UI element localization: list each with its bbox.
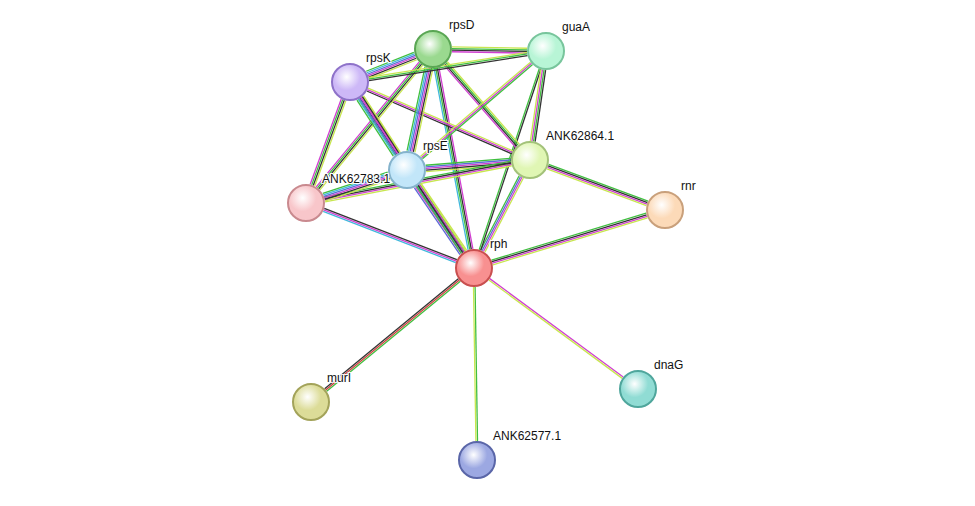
edge-strand [452, 49, 527, 50]
protein-node: rpsK [331, 63, 369, 101]
edge-strand [326, 280, 460, 390]
edge-strand [491, 213, 646, 260]
edge-strand [358, 99, 394, 155]
edge-strand [535, 70, 545, 141]
edge-strand [361, 98, 397, 154]
edge-strand [437, 68, 471, 250]
edge-strand [414, 188, 460, 255]
edge-strand [492, 216, 647, 263]
edge-strand [310, 99, 341, 184]
protein-node: dnaG [619, 370, 657, 408]
protein-label: ANK62783.1 [322, 172, 390, 186]
protein-label: rnr [681, 179, 696, 193]
protein-node: rpsE [388, 151, 426, 189]
protein-node: guaA [527, 32, 565, 70]
edge-strand [410, 67, 428, 151]
interaction-edge [323, 172, 390, 201]
interaction-edge [491, 213, 647, 265]
edge-strand [548, 166, 647, 203]
edge-strand [452, 47, 527, 48]
edge-strand [364, 96, 400, 152]
protein-node: ANK62577.1 [458, 441, 496, 479]
edge-strand [324, 210, 457, 261]
interaction-edge [489, 279, 623, 379]
protein-label: ANK62577.1 [493, 429, 561, 443]
edge-strand [360, 98, 396, 154]
edge-strand [357, 100, 393, 156]
interaction-edge [434, 67, 473, 250]
interaction-edge [357, 96, 400, 156]
protein-label: rpsD [449, 18, 474, 32]
edge-strand [452, 50, 527, 51]
edge-strand [420, 62, 530, 156]
edge-strand [434, 68, 468, 250]
protein-node: rpsD [414, 30, 452, 68]
edge-strand [492, 215, 647, 262]
edge-strand [493, 218, 648, 265]
protein-label: rpsE [423, 139, 448, 153]
interaction-edge [452, 47, 527, 53]
edge-strand [548, 167, 647, 204]
protein-label: murI [327, 371, 351, 385]
interaction-edge [420, 62, 532, 159]
protein-node: rph [455, 249, 493, 287]
edge-strand [452, 52, 527, 53]
edge-strand [325, 279, 459, 389]
edge-strand [323, 211, 456, 262]
protein-label: dnaG [654, 358, 683, 372]
protein-node: murI [292, 383, 330, 421]
protein-label: ANK62864.1 [546, 129, 614, 143]
edge-strand [490, 279, 623, 377]
edge-strand [534, 70, 544, 141]
edge-strand [547, 169, 646, 206]
protein-label: rpsK [366, 51, 391, 65]
edge-strand [422, 65, 532, 159]
edge-strand [421, 63, 531, 157]
edge-strand [483, 177, 522, 251]
interaction-edge [547, 164, 648, 205]
edge-strand [473, 287, 475, 441]
interaction-edge [530, 69, 545, 141]
protein-node: rnr [646, 191, 684, 229]
interaction-edge [473, 287, 477, 441]
protein-label: guaA [562, 20, 590, 34]
interaction-edge [325, 279, 461, 391]
protein-label: rph [490, 237, 507, 251]
edge-strand [549, 164, 648, 201]
edge-strand [362, 97, 398, 153]
protein-node: ANK62864.1 [511, 141, 549, 179]
protein-node: ANK62783.1 [287, 184, 325, 222]
edge-strand [489, 280, 622, 378]
edge-strand [327, 281, 461, 391]
edge-strand [439, 67, 473, 249]
edge-strand [436, 68, 470, 250]
